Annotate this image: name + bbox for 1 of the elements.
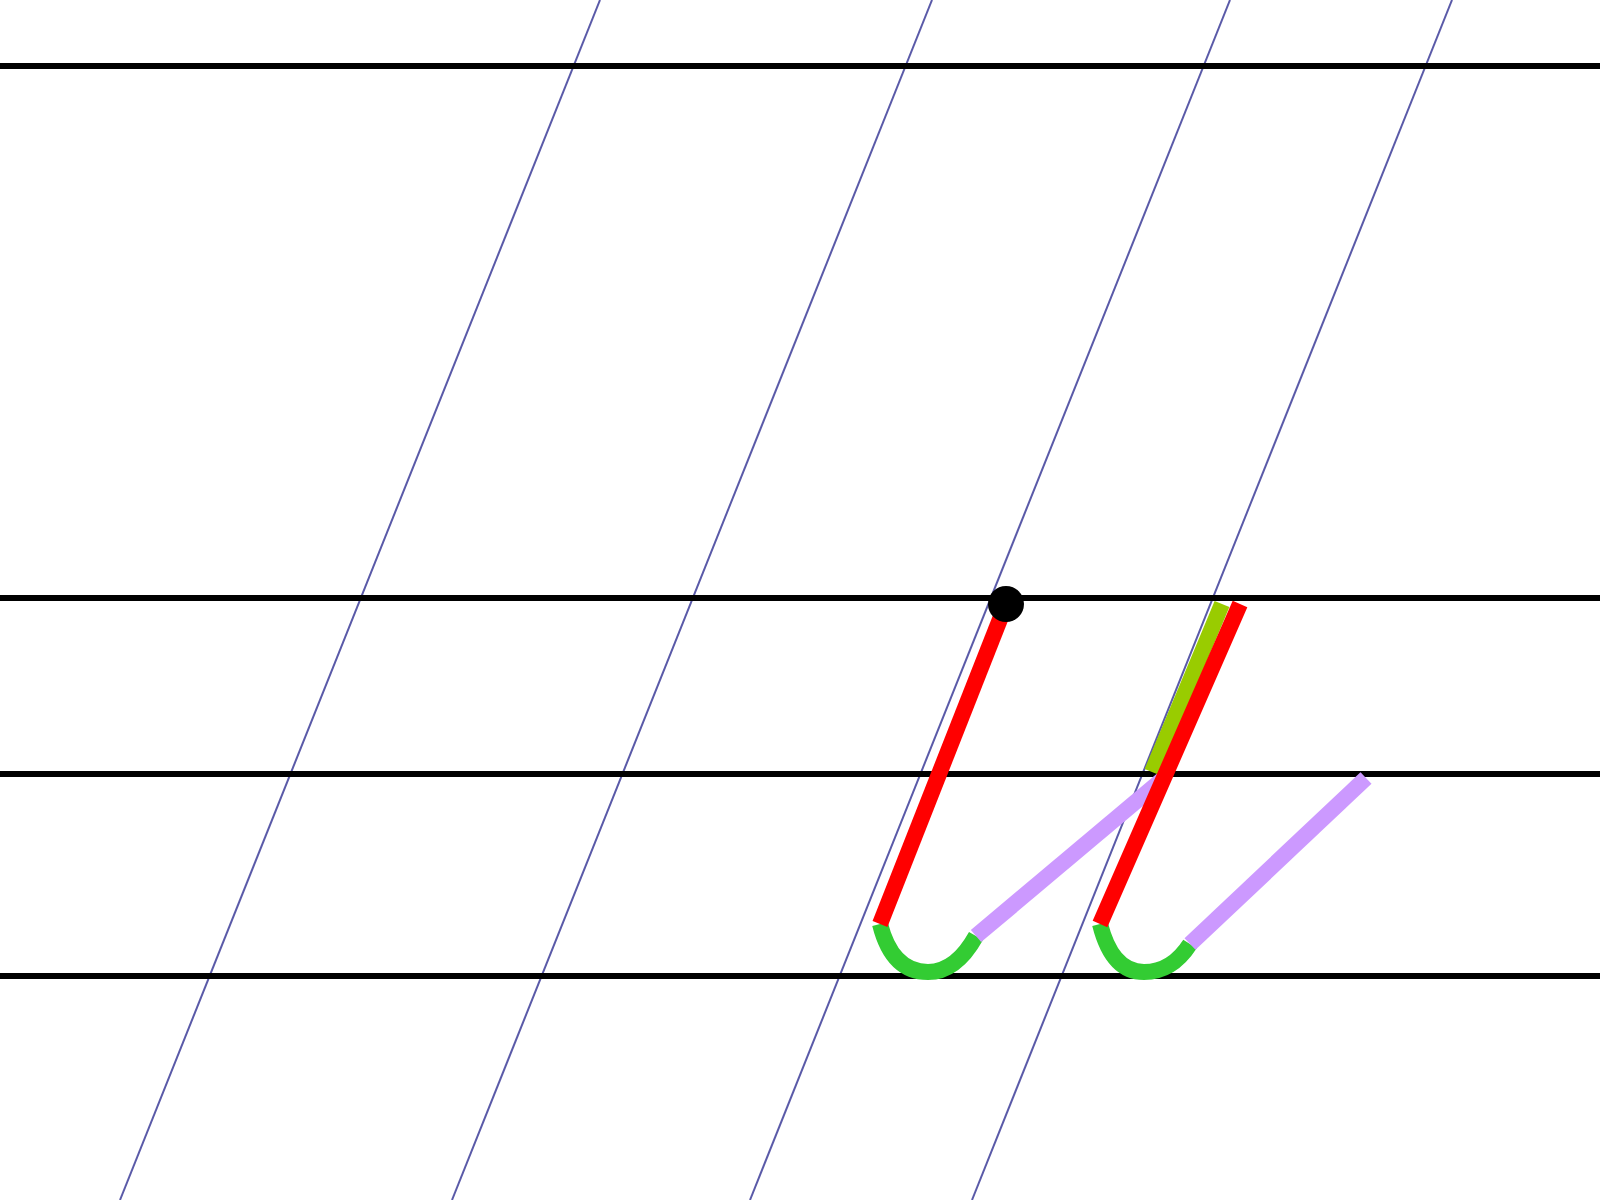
start-point-dot: [988, 586, 1024, 622]
